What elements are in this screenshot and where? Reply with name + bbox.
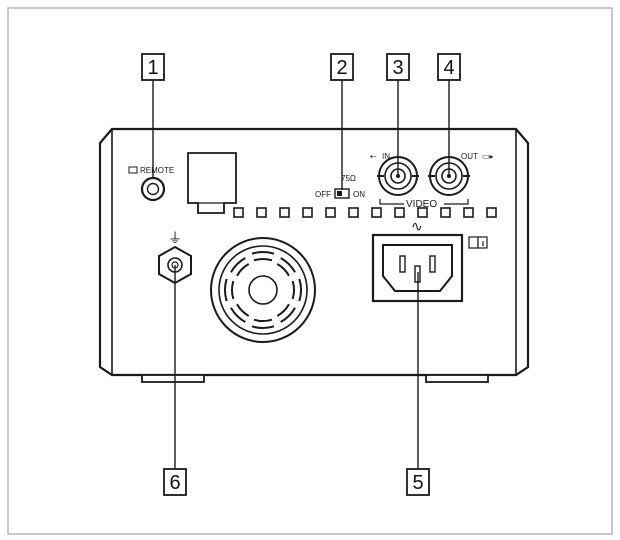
leader-lines	[152, 80, 450, 469]
callout-5: 5	[406, 468, 430, 496]
callout-6: 6	[163, 468, 187, 496]
svg-text:2: 2	[336, 57, 347, 79]
on-label: ON	[353, 190, 365, 199]
video-in-label: IN	[382, 152, 390, 161]
remote-label: REMOTE	[140, 166, 174, 175]
svg-text:6: 6	[169, 472, 180, 494]
right-foot	[425, 374, 489, 383]
fan-grille	[210, 237, 316, 343]
video-group-label: VIDEO	[379, 199, 469, 210]
callout-3: 3	[386, 53, 410, 81]
off-label: OFF	[315, 190, 331, 199]
ac-symbol: ∿	[411, 218, 423, 234]
option-slot	[187, 152, 237, 214]
svg-text:1: 1	[147, 57, 158, 79]
svg-text:5: 5	[412, 472, 423, 494]
callout-4: 4	[437, 53, 461, 81]
remote-icon	[128, 166, 138, 174]
ac-power-inlet	[371, 233, 464, 303]
output-arrow-icon: ▭▸	[482, 152, 494, 161]
switch-knob	[337, 191, 342, 196]
svg-text:VIDEO: VIDEO	[406, 199, 437, 210]
callout-2: 2	[330, 53, 354, 81]
chassis-inner-edge	[111, 129, 517, 375]
callout-1: 1	[141, 53, 165, 81]
vent-slot-row	[233, 207, 497, 218]
svg-text:4: 4	[443, 57, 454, 79]
svg-text:3: 3	[392, 57, 403, 79]
remote-connector	[140, 176, 166, 202]
ohm-label: 75Ω	[341, 174, 356, 183]
manual-book-icon	[468, 236, 488, 249]
input-arrow-icon: ⇠	[370, 152, 377, 161]
left-foot	[141, 374, 205, 383]
video-out-label: OUT	[461, 152, 478, 161]
ground-terminal-icon: ⏚	[168, 230, 182, 246]
